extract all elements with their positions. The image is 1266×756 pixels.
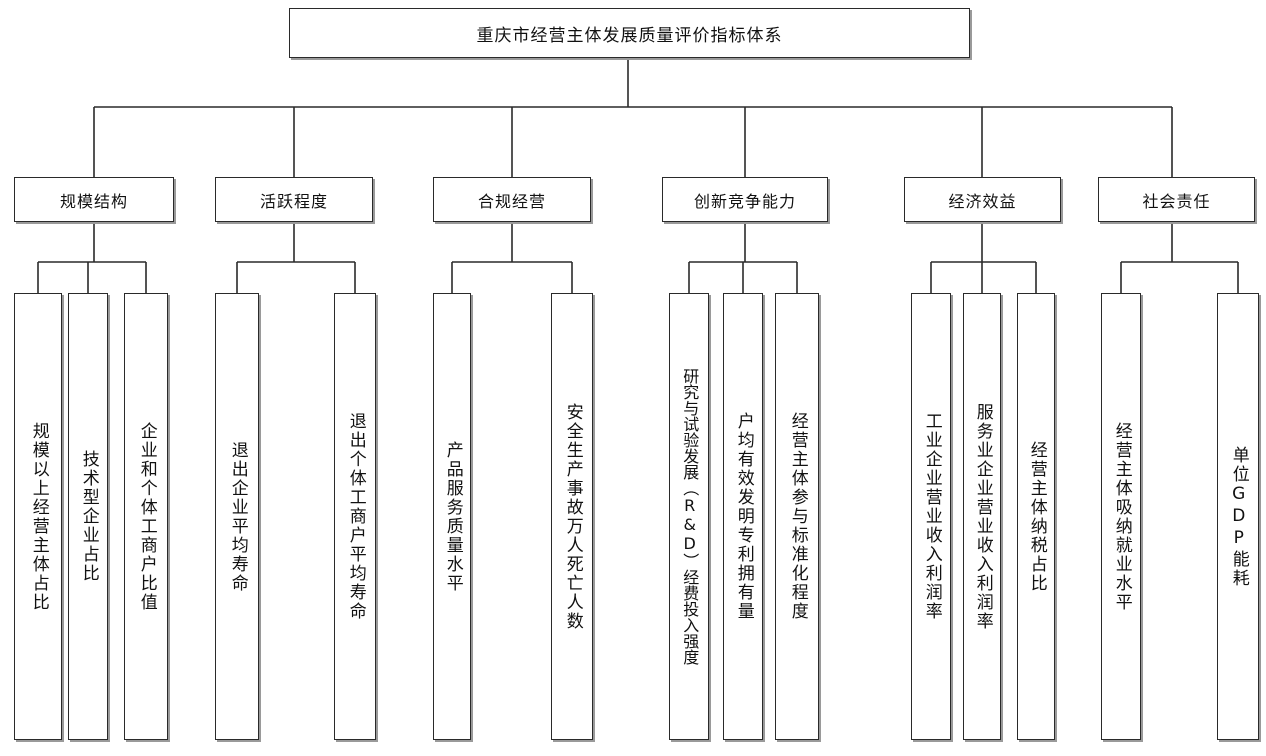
- indicator-label: 经营主体纳税占比: [1026, 440, 1047, 593]
- indicator-box: 工业企业营业收入利润率: [911, 293, 951, 740]
- indicator-box: 企业和个体工商户比值: [124, 293, 168, 740]
- indicator-label: 服务业企业营业收入利润率: [972, 402, 993, 631]
- indicator-box: 经营主体吸纳就业水平: [1101, 293, 1141, 740]
- indicator-box: 安全生产事故万人死亡人数: [551, 293, 593, 740]
- indicator-box: 经营主体参与标准化程度: [775, 293, 819, 740]
- indicator-label: 退出企业平均寿命: [227, 440, 248, 593]
- indicator-box: 单位GDP能耗: [1217, 293, 1259, 740]
- category-innovation: 创新竞争能力: [662, 177, 828, 222]
- indicator-label: 企业和个体工商户比值: [136, 421, 157, 612]
- category-label: 社会责任: [1142, 191, 1211, 211]
- indicator-label: 经营主体参与标准化程度: [787, 412, 808, 621]
- category-scale-structure: 规模结构: [14, 177, 174, 222]
- indicator-box: 退出企业平均寿命: [215, 293, 259, 740]
- category-label: 合规经营: [477, 191, 546, 211]
- indicator-label: 技术型企业占比: [78, 450, 99, 583]
- indicator-label: 经营主体吸纳就业水平: [1111, 421, 1132, 612]
- indicator-box: 退出个体工商户平均寿命: [334, 293, 376, 740]
- category-social-responsibility: 社会责任: [1098, 177, 1255, 222]
- category-label: 经济效益: [948, 191, 1017, 211]
- indicator-label: 研究与试验发展（R&D）经费投入强度: [680, 368, 700, 665]
- category-label: 规模结构: [59, 191, 128, 211]
- category-activity-level: 活跃程度: [215, 177, 373, 222]
- indicator-label: 安全生产事故万人死亡人数: [562, 402, 583, 631]
- category-label: 创新竞争能力: [693, 191, 796, 211]
- indicator-box: 经营主体纳税占比: [1017, 293, 1055, 740]
- indicator-label: 退出个体工商户平均寿命: [345, 412, 366, 621]
- root-node: 重庆市经营主体发展质量评价指标体系: [289, 8, 970, 58]
- category-compliance: 合规经营: [433, 177, 591, 222]
- indicator-box: 户均有效发明专利拥有量: [723, 293, 763, 740]
- category-label: 活跃程度: [259, 191, 328, 211]
- indicator-label: 工业企业营业收入利润率: [921, 412, 942, 621]
- indicator-box: 产品服务质量水平: [433, 293, 471, 740]
- indicator-label: 产品服务质量水平: [442, 440, 463, 593]
- indicator-box: 服务业企业营业收入利润率: [963, 293, 1001, 740]
- indicator-label: 规模以上经营主体占比: [28, 421, 49, 612]
- root-title: 重庆市经营主体发展质量评价指标体系: [476, 25, 783, 46]
- indicator-label: 单位GDP能耗: [1228, 445, 1249, 588]
- indicator-label: 户均有效发明专利拥有量: [733, 412, 754, 621]
- indicator-box: 研究与试验发展（R&D）经费投入强度: [669, 293, 709, 740]
- indicator-box: 技术型企业占比: [68, 293, 108, 740]
- indicator-box: 规模以上经营主体占比: [14, 293, 62, 740]
- category-economic-benefit: 经济效益: [904, 177, 1061, 222]
